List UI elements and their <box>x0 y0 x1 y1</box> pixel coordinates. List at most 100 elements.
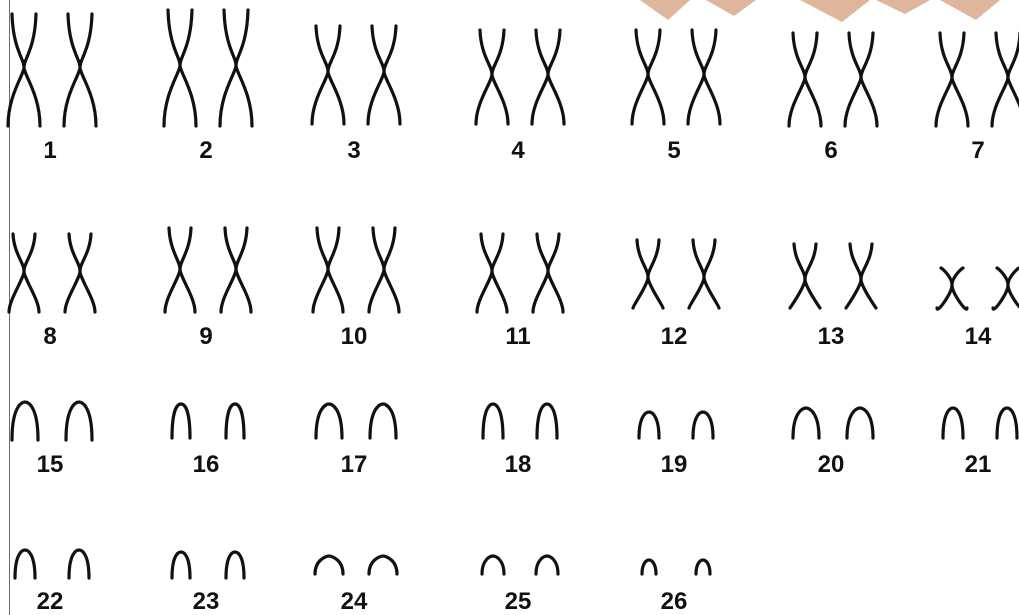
chromosome-pair-11: 11 <box>477 234 563 350</box>
chromosome-5-a-chromatid-left <box>632 30 648 124</box>
chromosome-3-a-chromatid-right <box>328 26 344 124</box>
chromosome-6-a-chromatid-left <box>789 33 805 126</box>
chromosome-label-20: 20 <box>818 451 845 478</box>
chromosome-19-a-arch <box>639 412 659 438</box>
chromosome-9-a-chromatid-right <box>180 228 195 312</box>
chromosome-label-24: 24 <box>341 588 368 615</box>
chromosome-pair-13: 13 <box>790 244 876 350</box>
chromosome-pair-5: 5 <box>632 30 720 164</box>
chromosome-label-26: 26 <box>661 588 688 615</box>
chromosome-pair-18: 18 <box>483 404 557 478</box>
chromosome-label-17: 17 <box>341 451 368 478</box>
chromosome-pair-4: 4 <box>476 30 564 164</box>
chromosome-17-b-arch <box>370 404 396 438</box>
chromosome-1-a-chromatid-right <box>24 14 40 126</box>
chromosome-pair-8: 8 <box>9 234 95 350</box>
chromosome-label-6: 6 <box>824 137 837 164</box>
chromosome-label-16: 16 <box>193 451 220 478</box>
chromosome-label-23: 23 <box>193 588 220 615</box>
chromosome-pair-12: 12 <box>633 240 719 350</box>
chromosome-7-a-chromatid-right <box>952 33 968 126</box>
chromosome-14-b-chromatid-left <box>993 268 1008 309</box>
chromosome-pair-1: 1 <box>8 14 96 164</box>
chromosome-pair-2: 2 <box>164 10 252 164</box>
chromosome-label-12: 12 <box>661 323 688 350</box>
chromosome-pair-23: 23 <box>172 552 244 615</box>
chromosome-label-8: 8 <box>43 323 56 350</box>
chromosome-3-b-chromatid-right <box>384 26 400 124</box>
chromosome-5-b-chromatid-right <box>704 30 720 124</box>
chromosome-label-14: 14 <box>965 323 992 350</box>
chromosome-6-b-chromatid-left <box>845 33 861 126</box>
chromosome-23-b-arch <box>226 552 244 578</box>
chromosome-label-22: 22 <box>37 588 64 615</box>
chromosome-3-b-chromatid-left <box>368 26 384 124</box>
chromosome-pair-24: 24 <box>315 556 397 615</box>
chromosome-pair-7: 7 <box>936 33 1019 164</box>
chromosome-15-b-arch <box>66 402 92 440</box>
chromosome-pair-10: 10 <box>313 228 399 350</box>
chromosome-13-b-chromatid-right <box>861 244 876 308</box>
chromosome-label-7: 7 <box>971 137 984 164</box>
chromosome-24-a-arch <box>315 556 343 574</box>
chromosome-pair-9: 9 <box>165 228 251 350</box>
chromosome-pair-6: 6 <box>789 33 877 164</box>
chromosome-13-a-chromatid-right <box>805 244 820 308</box>
chromosome-5-b-chromatid-left <box>688 30 704 124</box>
chromosome-10-a-chromatid-right <box>328 228 343 312</box>
chromosome-label-25: 25 <box>505 588 532 615</box>
chromosome-pair-21: 21 <box>943 408 1017 478</box>
chromosome-2-b-chromatid-right <box>236 10 252 126</box>
chromosome-11-b-chromatid-right <box>548 234 563 312</box>
chromosome-12-a-chromatid-left <box>633 240 648 308</box>
chromosome-25-a-arch <box>482 556 504 574</box>
chromosome-5-a-chromatid-right <box>648 30 664 124</box>
chromosome-13-b-chromatid-left <box>846 244 861 308</box>
chromosome-6-b-chromatid-right <box>861 33 877 126</box>
chromosome-15-a-arch <box>12 402 38 440</box>
chromosome-label-9: 9 <box>199 323 212 350</box>
chromosome-label-5: 5 <box>667 137 680 164</box>
chromosome-18-b-arch <box>537 404 557 438</box>
chromosome-label-4: 4 <box>511 137 525 164</box>
chromosome-label-15: 15 <box>37 451 64 478</box>
chromosome-10-b-chromatid-left <box>369 228 384 312</box>
chromosome-20-b-arch <box>847 408 873 438</box>
chromosome-2-a-chromatid-right <box>180 10 196 126</box>
chromosome-26-b-arch <box>696 560 710 574</box>
chromosome-label-18: 18 <box>505 451 532 478</box>
chromosome-pair-20: 20 <box>793 408 873 478</box>
chromosome-18-a-arch <box>483 404 503 438</box>
chromosome-10-a-chromatid-left <box>313 228 328 312</box>
chromosome-1-b-chromatid-right <box>80 14 96 126</box>
chromosome-label-21: 21 <box>965 451 992 478</box>
chromosome-label-13: 13 <box>818 323 845 350</box>
chromosome-9-a-chromatid-left <box>165 228 180 312</box>
chromosome-16-b-arch <box>226 404 244 438</box>
chromosome-8-a-chromatid-left <box>9 234 24 312</box>
chromosome-14-b-chromatid-right <box>1008 268 1019 309</box>
chromosome-10-b-chromatid-right <box>384 228 399 312</box>
chromosome-22-a-arch <box>15 550 35 578</box>
chromosome-pair-14: 14 <box>937 268 1019 350</box>
chromosome-pair-26: 26 <box>642 560 710 615</box>
chromosome-8-b-chromatid-left <box>65 234 80 312</box>
chromosome-11-a-chromatid-left <box>477 234 492 312</box>
chromosome-pair-15: 15 <box>12 402 92 478</box>
chromosome-12-a-chromatid-right <box>648 240 663 308</box>
chromosome-pair-19: 19 <box>639 412 713 478</box>
chromosome-label-1: 1 <box>43 137 56 164</box>
chromosome-label-19: 19 <box>661 451 688 478</box>
chromosome-14-a-chromatid-left <box>937 268 952 309</box>
chromosome-12-b-chromatid-right <box>704 240 719 308</box>
chromosome-16-a-arch <box>172 404 190 438</box>
chromosome-label-2: 2 <box>199 137 212 164</box>
chromosome-pair-3: 3 <box>312 26 400 164</box>
chromosome-6-a-chromatid-right <box>805 33 821 126</box>
chromosome-label-3: 3 <box>347 137 360 164</box>
chromosome-pair-22: 22 <box>15 550 89 615</box>
chromosome-22-b-arch <box>69 550 89 578</box>
chromosome-9-b-chromatid-left <box>221 228 236 312</box>
chromosome-11-b-chromatid-left <box>533 234 548 312</box>
